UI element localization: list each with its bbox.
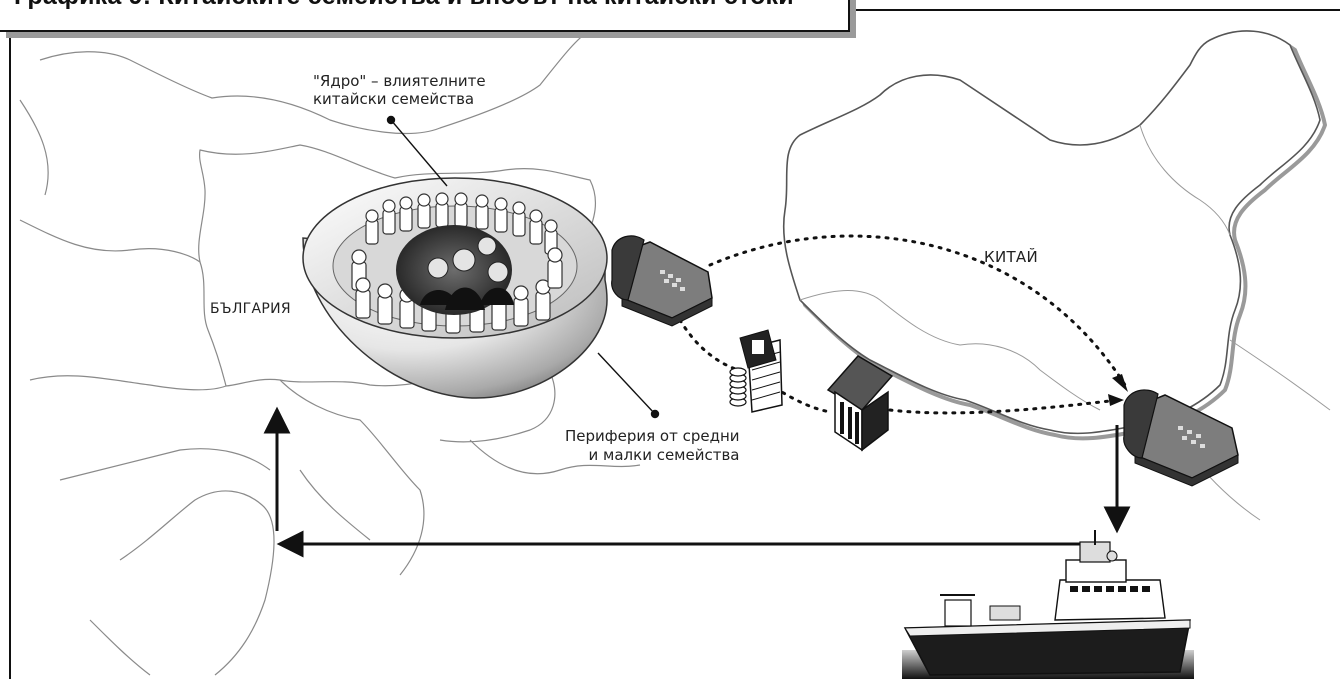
bulgaria-label: БЪЛГАРИЯ [210, 301, 291, 317]
bowl-icon [302, 177, 608, 399]
core-label-line1: "Ядро" – влиятелните [313, 72, 486, 90]
cash-stack-icon [729, 329, 783, 413]
diagram-title: Графика 9: Китайските семейства и вносът… [14, 0, 794, 11]
telephone-icon[interactable] [1123, 389, 1239, 487]
china-label: КИТАЙ [984, 248, 1039, 266]
periphery-label-line2: и малки семейства [588, 446, 740, 464]
title-box: Графика 9: Китайските семейства и вносът… [0, 0, 850, 32]
china-map [782, 30, 1331, 521]
telephone-icon[interactable] [611, 235, 713, 327]
dotted-links [678, 234, 1127, 415]
periphery-label: Периферия от средни и малки семейства [565, 427, 740, 465]
bank-icon [826, 355, 894, 452]
dotted-arrowheads [1108, 374, 1128, 406]
balkan-map [19, 29, 641, 676]
frame [9, 9, 1340, 679]
label-leaders [386, 115, 660, 419]
periphery-label-line1: Периферия от средни [565, 427, 740, 445]
core-label-line2: китайски семейства [313, 90, 475, 108]
core-label: "Ядро" – влиятелните китайски семейства [313, 72, 486, 108]
ship-icon [902, 530, 1194, 679]
